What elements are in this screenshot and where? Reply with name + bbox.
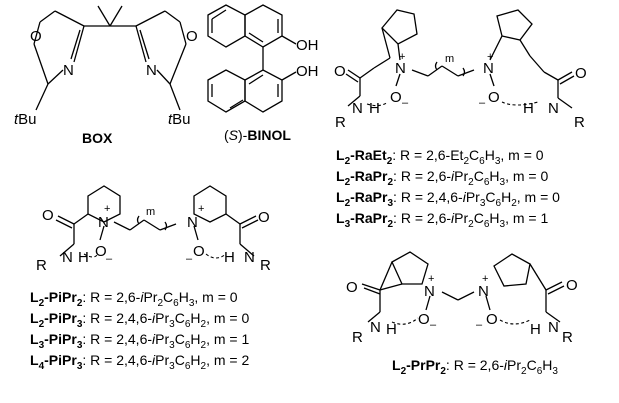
ra-label-4: L3-RaPr2: R = 2,6-iPr2C6H3, m = 1: [336, 210, 548, 230]
ra-ligand-list: L2-RaEt2: R = 2,6-Et2C6H3, m = 0 L2-RaPr…: [336, 147, 560, 230]
ra-structure: O N + N H R O – m N + O – H N R O: [334, 9, 587, 131]
box-n-left: N: [63, 62, 74, 79]
pi-r-right: R: [260, 257, 271, 274]
pr-h-left: H: [386, 321, 397, 338]
pi-o-right: O: [258, 209, 270, 226]
ra-plus-right: +: [487, 51, 493, 63]
pi-label-1: L2-PiPr2: R = 2,6-iPr2C6H3, m = 0: [30, 289, 238, 309]
pi-n-amide-right: N: [244, 249, 255, 266]
pi-ominus-left: O: [95, 243, 107, 260]
pr-r-left: R: [352, 329, 363, 346]
pi-m-index: m: [146, 206, 155, 218]
pr-n-amide-left: N: [370, 319, 381, 336]
ra-label-3: L2-RaPr3: R = 2,4,6-iPr3C6H2, m = 0: [336, 189, 560, 209]
pi-minus-left: –: [106, 253, 113, 265]
ra-h-left: H: [369, 100, 380, 117]
pr-structure: O N + N H R O – N + O – H N R O: [346, 251, 578, 346]
ra-plus-left: +: [399, 51, 405, 63]
ra-minus-right: –: [479, 97, 486, 109]
ra-ominus-right: O: [488, 89, 500, 106]
pi-plus-right: +: [198, 203, 204, 215]
pr-h-right: H: [530, 321, 541, 338]
pr-label: L2-PrPr2: R = 2,6-iPr2C6H3: [392, 357, 558, 377]
pi-plus-left: +: [104, 203, 110, 215]
pr-r-right: R: [562, 329, 573, 346]
ra-m-index: m: [445, 53, 454, 65]
ra-r-left: R: [335, 114, 346, 131]
box-o-right: O: [186, 28, 198, 45]
pi-n-right: N: [187, 214, 198, 231]
pi-n-left: N: [98, 214, 109, 231]
pr-plus-right: +: [482, 273, 488, 285]
box-name: BOX: [82, 130, 113, 146]
ra-label-1: L2-RaEt2: R = 2,6-Et2C6H3, m = 0: [336, 147, 544, 167]
pi-structure: O N + N H R O – m N + O – H N R O: [36, 185, 271, 274]
ra-h-right: H: [523, 100, 534, 117]
ra-label-2: L2-RaPr2: R = 2,6-iPr2C6H3, m = 0: [336, 168, 548, 188]
binol-structure: OH OH (S)-BINOL: [207, 4, 319, 143]
binol-oh-upper: OH: [296, 37, 319, 54]
pi-r-left: R: [36, 257, 47, 274]
ra-minus-left: –: [402, 97, 409, 109]
ra-n-right: N: [483, 60, 494, 77]
ra-n-amide-right: N: [548, 100, 559, 117]
pr-n-amide-right: N: [548, 319, 559, 336]
pr-minus-right: –: [476, 319, 483, 331]
pr-ominus-right: O: [486, 311, 498, 328]
pi-h-right: H: [224, 249, 235, 266]
pi-ligand-list: L2-PiPr2: R = 2,6-iPr2C6H3, m = 0 L2-PiP…: [30, 289, 249, 372]
pi-o-left: O: [42, 207, 54, 224]
ra-o-left: O: [334, 63, 346, 80]
box-o-left: O: [30, 28, 42, 45]
pr-minus-left: –: [430, 319, 437, 331]
binol-oh-lower: OH: [296, 63, 319, 80]
ra-o-right: O: [575, 65, 587, 82]
ra-r-right: R: [574, 114, 585, 131]
pi-label-4: L4-PiPr3: R = 2,4,6-iPr3C6H2, m = 2: [30, 352, 249, 372]
pr-n-right: N: [478, 283, 489, 300]
ra-n-amide-left: N: [352, 100, 363, 117]
pi-ominus-right: O: [193, 243, 205, 260]
pi-minus-right: –: [186, 253, 193, 265]
pi-n-amide-left: N: [62, 249, 73, 266]
pi-h-left: H: [78, 249, 89, 266]
pr-ominus-left: O: [418, 311, 430, 328]
pr-n-left: N: [424, 283, 435, 300]
pi-label-3: L3-PiPr3: R = 2,4,6-iPr3C6H2, m = 1: [30, 331, 249, 351]
pr-o-left: O: [346, 279, 358, 296]
box-tbu-right: tBu: [168, 111, 191, 128]
pr-plus-left: +: [428, 273, 434, 285]
pr-o-right: O: [566, 277, 578, 294]
box-structure: O N O N tBu tBu BOX: [14, 5, 198, 146]
box-n-right: N: [146, 62, 157, 79]
pi-label-2: L2-PiPr3: R = 2,4,6-iPr3C6H2, m = 0: [30, 310, 249, 330]
ra-n-left: N: [395, 60, 406, 77]
binol-name: (S)-BINOL: [224, 127, 291, 143]
ra-ominus-left: O: [390, 89, 402, 106]
box-tbu-left: tBu: [14, 111, 37, 128]
